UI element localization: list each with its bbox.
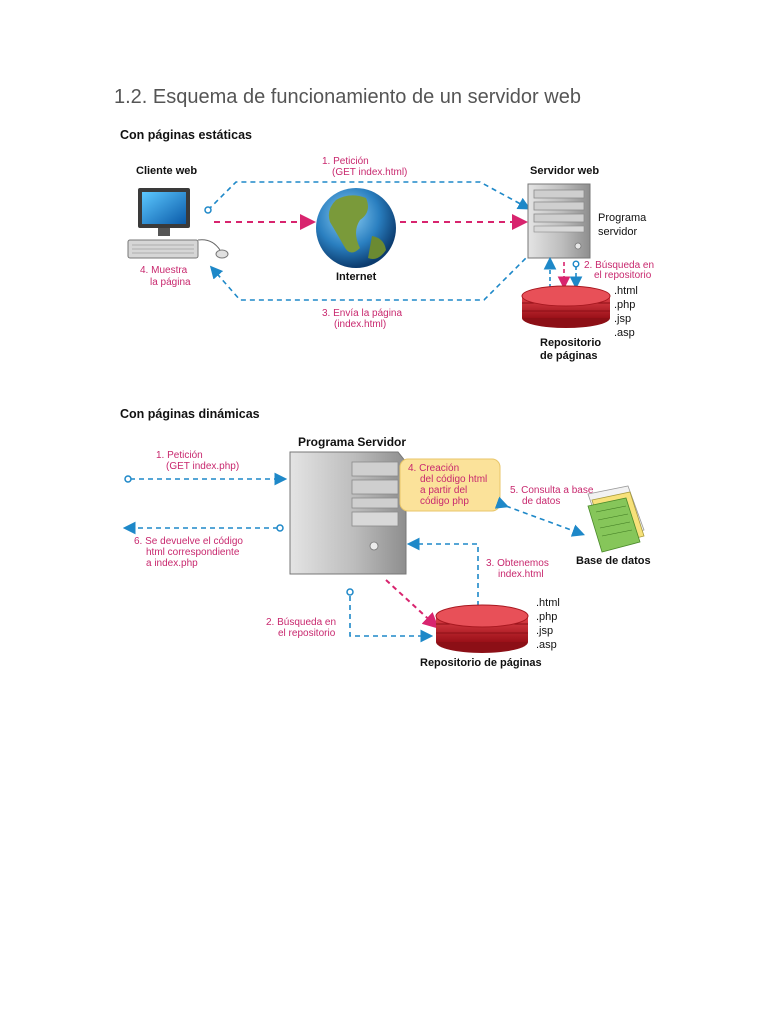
static-step2: 2. Búsqueda en el repositorio — [584, 260, 657, 281]
internet-label: Internet — [336, 271, 377, 283]
server-label: Servidor web — [530, 165, 599, 177]
dynamic-step5: 5. Consulta a base de datos — [510, 485, 596, 507]
dynamic-step6: 6. Se devuelve el código html correspond… — [134, 536, 246, 569]
obtain-page-arrow — [406, 537, 479, 606]
dynamic-step1: 1. Petición (GET index.php) — [156, 450, 239, 472]
code-creation-note — [399, 458, 501, 512]
db-label: Base de datos — [576, 555, 651, 567]
static-repo-label: Repositorio de páginas — [540, 337, 604, 362]
program-server-title: Programa Servidor — [298, 435, 406, 449]
dynamic-client-arrows — [122, 472, 288, 535]
static-request-path — [207, 181, 533, 301]
dynamic-section-title: Con páginas dinámicas — [120, 407, 260, 421]
dynamic-repository-icon — [435, 604, 529, 653]
static-step1: 1. Petición (GET index.html) — [322, 156, 407, 178]
program-server-label: Programa servidor — [598, 212, 649, 238]
page-heading: 1.2. Esquema de funcionamiento de un ser… — [114, 86, 581, 108]
web-server-tower-icon — [527, 183, 591, 259]
client-computer-icon — [127, 188, 229, 259]
static-extensions: .html .php .jsp .asp — [614, 285, 641, 339]
dynamic-extensions: .html .php .jsp .asp — [536, 597, 563, 651]
static-step3: 3. Envía la página (index.html) — [322, 308, 405, 330]
client-label: Cliente web — [136, 165, 197, 177]
dynamic-step4: 4. Creación del código html a partir del… — [408, 463, 490, 507]
database-icon — [587, 485, 645, 553]
static-step4: 4. Muestra la página — [140, 265, 191, 288]
static-repository-icon — [521, 285, 611, 328]
dynamic-repo-label: Repositorio de páginas — [420, 657, 542, 669]
dynamic-step2: 2. Búsqueda en el repositorio — [266, 617, 339, 639]
program-server-tower-icon — [289, 451, 407, 575]
dynamic-step3: 3. Obtenemos index.html — [486, 558, 552, 580]
server-to-repo-arrow — [385, 579, 439, 629]
internet-globe-icon — [316, 188, 396, 268]
static-search-arrows — [543, 256, 583, 290]
search-repo-arrow — [349, 596, 434, 643]
db-query-arrow — [494, 496, 586, 537]
static-section-title: Con páginas estáticas — [120, 128, 252, 142]
